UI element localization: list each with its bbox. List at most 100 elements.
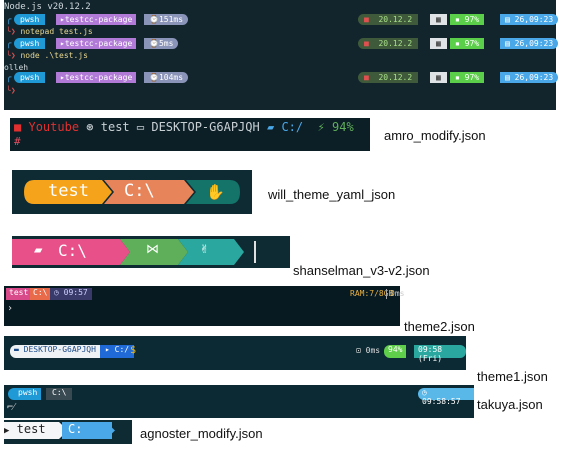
path-label: C:/ <box>114 345 130 354</box>
node-version: 20.12.2 <box>378 15 413 24</box>
prompt-row-1: ╭ pwsh ▸ testcc-package ⌚ 151ms ■ 20.12.… <box>4 14 559 26</box>
theme1-prompt: $ <box>130 345 137 356</box>
path-label: C:\ <box>52 388 67 397</box>
os-segment: ▦ <box>430 14 447 25</box>
hand-icon: ✌ <box>200 241 209 257</box>
caption-theme2: theme2.json <box>404 319 475 334</box>
will-path-shape <box>104 180 194 204</box>
shell-label: pwsh <box>18 388 38 397</box>
battery-icon: ▪ <box>455 73 460 82</box>
clock-label: 09:58 (Fri) <box>418 345 443 363</box>
dir-label: testcc-package <box>64 73 133 82</box>
caption-takuya: takuya.json <box>477 397 543 412</box>
amro-terminal: ■ Youtube ⊛ test ▭ DESKTOP-G6APJQH ▰ C:/… <box>10 118 370 151</box>
will-user: test <box>48 181 89 201</box>
command-text: notepad test.js <box>20 27 93 36</box>
command-line-2: ╰❯ node .\test.js <box>6 51 88 60</box>
path-label: C:\ <box>33 288 48 297</box>
clock-segment: ▤ 26,09:23 <box>500 72 559 83</box>
shell-label: pwsh <box>20 39 40 48</box>
path-label: C:/ <box>281 120 304 134</box>
dir-label: testcc-package <box>64 39 133 48</box>
windows-icon: ▦ <box>436 39 441 48</box>
takuya-terminal: pwsh C:\ ◷ 09:58:57 ⌐⁄ <box>4 385 474 418</box>
prompt-chevron-icon: ⌐⁄ <box>7 402 15 413</box>
cursor-bar <box>254 241 256 263</box>
shell-label: pwsh <box>20 15 40 24</box>
shan-git-shape <box>120 239 188 265</box>
prompt-chevron-icon: ╰❯ <box>6 51 16 60</box>
dir-segment: ▸ testcc-package <box>56 14 137 25</box>
user-icon: ⊛ <box>86 120 94 134</box>
theme2-time-segment: ◷ 09:57 <box>50 288 92 300</box>
prompt-arrow-icon: ╭ <box>6 39 12 49</box>
time-segment: ⌚ 5ms <box>144 38 179 49</box>
theme2-terminal: test C:\ ◷ 09:57 RAM:7/8GB 0ms › <box>4 286 404 326</box>
user-label: test <box>9 288 29 297</box>
battery-segment: ▪ 97% <box>450 72 485 83</box>
caption-will: will_theme_yaml_json <box>268 187 396 202</box>
youtube-label: Youtube <box>28 120 80 134</box>
agnoster-separator-2 <box>106 422 115 439</box>
theme2-ram: RAM:7/8GB <box>350 289 394 298</box>
hand-icon: ✋ <box>206 183 225 201</box>
takuya-path-segment: C:\ <box>46 388 73 400</box>
command-line-1: ╰❯ notepad test.js <box>6 27 93 36</box>
battery-label: 94% <box>332 120 354 134</box>
theme1-host-segment: ▬ DESKTOP-G6APJQH <box>10 345 100 358</box>
shan-path-shape <box>12 239 130 265</box>
prompt-row-2: ╭ pwsh ▸ testcc-package ⌚ 5ms ■ 20.12.2 … <box>4 38 559 50</box>
folder-icon: ▸ <box>60 39 65 48</box>
youtube-icon: ■ <box>14 120 22 134</box>
battery-icon: ▪ <box>455 15 460 24</box>
folder-icon: ▸ <box>60 15 65 24</box>
node-icon: ■ <box>364 15 369 24</box>
computer-icon: ▭ <box>136 120 145 134</box>
takuya-shell-segment: pwsh <box>8 388 42 400</box>
clock-icon: ⌚ <box>149 73 159 82</box>
theme1-ms: ⊡ 0ms <box>356 346 380 355</box>
node-icon: ■ <box>364 39 369 48</box>
clock-icon: ◷ <box>422 388 427 397</box>
theme1-battery-segment: 94% <box>384 345 407 358</box>
clock-segment: ▤ 26,09:23 <box>500 38 559 49</box>
node-segment: ■ 20.12.2 <box>358 14 419 25</box>
computer-icon: ▬ <box>14 345 19 354</box>
caption-agnoster: agnoster_modify.json <box>140 426 263 441</box>
prompt-marker-icon: ▶ <box>4 426 10 436</box>
node-segment: ■ 20.12.2 <box>358 38 419 49</box>
windows-icon: ▦ <box>436 15 441 24</box>
battery-icon: ⚡ <box>310 120 325 134</box>
clock-segment: ▤ 26,09:23 <box>500 14 559 25</box>
prompt-chevron-icon: › <box>7 303 14 314</box>
user-label: test <box>16 422 46 436</box>
battery-label: 97% <box>464 39 480 48</box>
theme1-terminal: ▬ DESKTOP-G6APJQH ▸ C:/ $ ⊡ 0ms 94% 09:5… <box>4 336 466 370</box>
shell-segment: pwsh <box>14 14 46 25</box>
caption-amro: amro_modify.json <box>384 128 486 143</box>
theme1-path-segment: ▸ C:/ <box>100 345 135 358</box>
dir-segment: ▸ testcc-package <box>56 38 137 49</box>
command-text: node .\test.js <box>20 51 88 60</box>
command-output: olleh <box>4 63 29 72</box>
windows-icon: ▦ <box>436 73 441 82</box>
path-label: C: <box>68 422 83 436</box>
agnoster-user-segment: ▶ test <box>4 422 59 439</box>
battery-segment: ▪ 97% <box>450 38 485 49</box>
amro-hash: # <box>14 135 21 148</box>
shell-segment: pwsh <box>14 72 46 83</box>
agnoster-terminal: ▶ test C: <box>4 420 132 444</box>
prompt-chevron-icon: ╰❯ <box>6 27 16 36</box>
battery-icon: ▪ <box>455 39 460 48</box>
will-terminal: test C:\ ✋ <box>12 170 252 214</box>
clock-icon: ◷ <box>54 288 59 297</box>
theme2-user-segment: test <box>6 288 32 300</box>
calendar-icon: ▤ <box>505 73 510 82</box>
folder-icon: ▰ <box>266 120 275 134</box>
clock-label: 26,09:23 <box>514 39 554 48</box>
shan-icon-shape <box>178 239 244 265</box>
calendar-icon: ▤ <box>505 15 510 24</box>
takuya-clock-segment: ◷ 09:58:57 <box>418 388 474 406</box>
will-icon-shape <box>186 180 240 204</box>
shan-segments <box>12 239 256 265</box>
